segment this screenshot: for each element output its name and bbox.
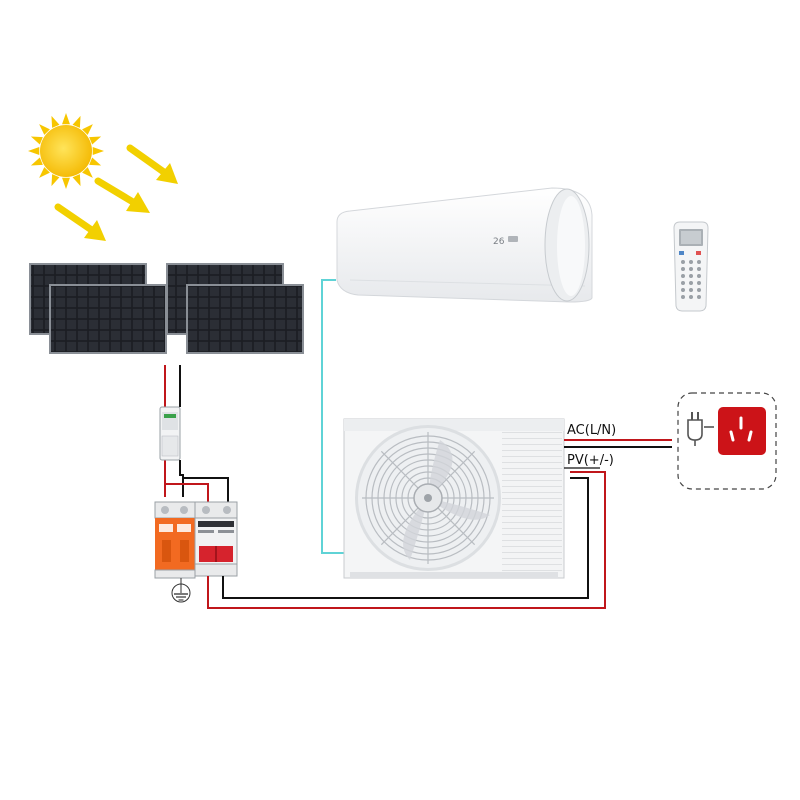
- solar-panel: [186, 284, 304, 354]
- solar-panel: [49, 284, 167, 354]
- plug-icon: [687, 412, 714, 446]
- power-outlet: [677, 392, 777, 490]
- indoor-unit-display: 26: [493, 237, 505, 247]
- ac-wires: [564, 439, 672, 469]
- socket-icon: [718, 407, 766, 455]
- ground-icon: [171, 578, 191, 603]
- indoor-unit: 26: [336, 187, 593, 303]
- sunlight-arrow: [54, 203, 106, 241]
- outdoor-unit: [343, 418, 565, 579]
- pv-output-wires: [207, 471, 606, 609]
- pv-wires: [164, 365, 229, 502]
- remote-control: [673, 221, 709, 312]
- sunlight-arrow: [126, 144, 178, 184]
- surge-protector: [154, 501, 196, 579]
- refrigerant-pipe: [321, 279, 346, 554]
- dc-breaker: [194, 501, 238, 577]
- ac-label: AC(L/N): [567, 423, 616, 438]
- sunlight-arrow: [94, 177, 150, 213]
- pv-label: PV(+/-): [567, 453, 614, 468]
- sun-icon: [28, 113, 104, 189]
- inline-fuse: [159, 406, 181, 461]
